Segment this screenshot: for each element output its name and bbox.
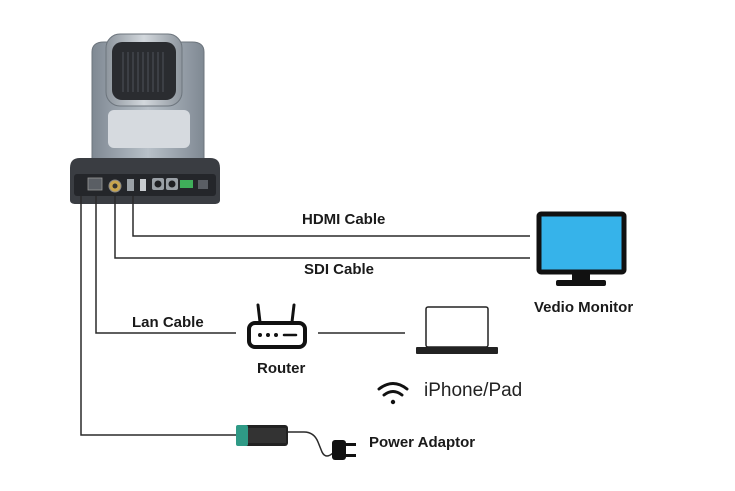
power-adaptor-icon xyxy=(236,425,288,446)
laptop-icon xyxy=(416,306,498,354)
iphone-pad-label: iPhone/Pad xyxy=(424,380,523,401)
router-icon xyxy=(247,303,307,349)
sdi-cable-label: SDI Cable xyxy=(304,261,375,278)
cables xyxy=(80,196,530,457)
hdmi-cable xyxy=(132,196,530,237)
lan-cable xyxy=(95,196,236,334)
sdi-cable xyxy=(114,196,530,259)
monitor-label: Vedio Monitor xyxy=(534,299,634,316)
lan-cable-label: Lan Cable xyxy=(132,314,204,331)
plug-icon xyxy=(332,440,356,460)
adaptor-to-plug-cable xyxy=(286,431,335,457)
ptz-camera-icon xyxy=(70,33,220,204)
power-cable xyxy=(80,196,238,436)
wifi-icon xyxy=(377,382,409,405)
hdmi-cable-label: HDMI Cable xyxy=(302,211,386,228)
power-adaptor-label: Power Adaptor xyxy=(369,434,476,451)
router-label: Router xyxy=(257,360,306,377)
monitor-icon xyxy=(536,211,627,286)
